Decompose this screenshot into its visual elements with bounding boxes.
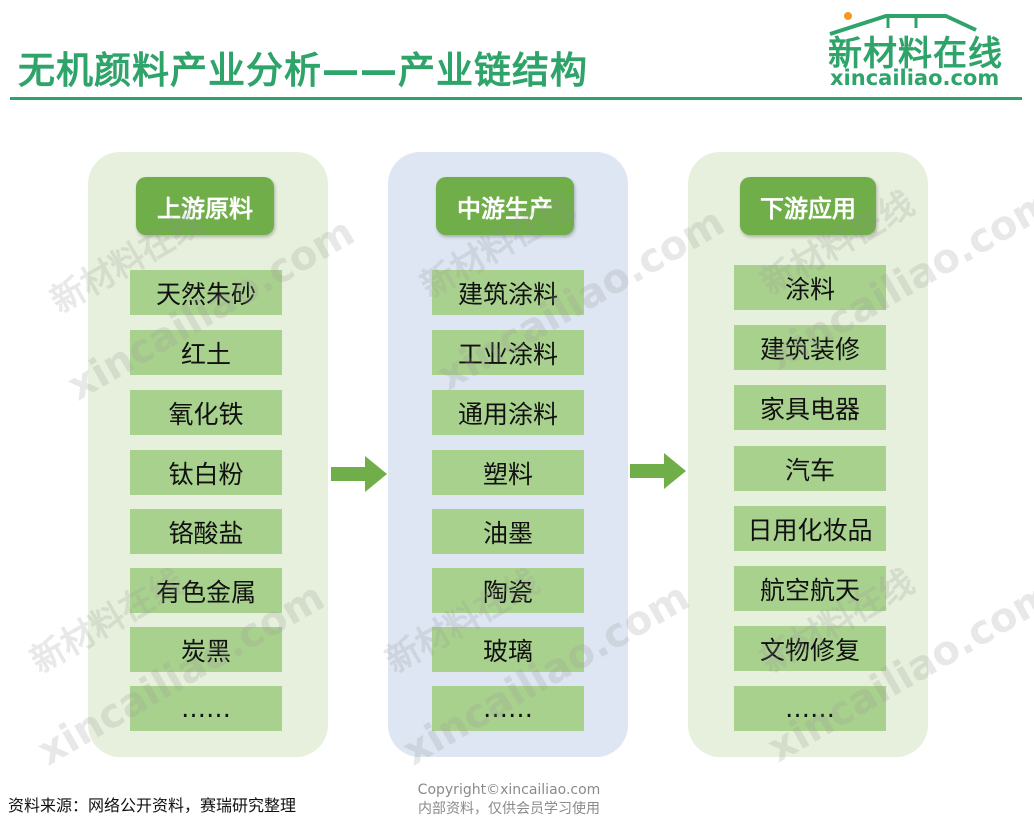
downstream-item: 日用化妆品 <box>734 506 886 551</box>
copyright-note: Copyright©xincailiao.com 内部资料，仅供会员学习使用 <box>404 781 614 819</box>
page-title: 无机颜料产业分析——产业链结构 <box>18 49 588 92</box>
upstream-item: 红土 <box>130 330 282 375</box>
internal-notice: 内部资料，仅供会员学习使用 <box>418 801 600 817</box>
upstream-item: 钛白粉 <box>130 450 282 495</box>
midstream-item: 工业涂料 <box>432 330 584 375</box>
downstream-header: 下游应用 <box>740 177 876 235</box>
midstream-item: 油墨 <box>432 509 584 554</box>
brand-logo: 新材料在线 xincailiao.com <box>826 8 1022 92</box>
upstream-panel: 上游原料 天然朱砂 红土 氧化铁 钛白粉 铬酸盐 有色金属 炭黑 …… <box>88 152 328 757</box>
midstream-item: 建筑涂料 <box>432 270 584 315</box>
source-note: 资料来源：网络公开资料，赛瑞研究整理 <box>8 796 297 815</box>
midstream-header: 中游生产 <box>436 177 574 235</box>
upstream-item: 炭黑 <box>130 627 282 672</box>
logo-text: 新材料在线 <box>828 34 1003 74</box>
upstream-item: …… <box>130 686 282 731</box>
arrow-right-icon <box>630 453 686 489</box>
downstream-item: 航空航天 <box>734 566 886 611</box>
midstream-item: …… <box>432 686 584 731</box>
downstream-item: 文物修复 <box>734 626 886 671</box>
midstream-panel: 中游生产 建筑涂料 工业涂料 通用涂料 塑料 油墨 陶瓷 玻璃 …… <box>388 152 628 757</box>
midstream-item: 通用涂料 <box>432 390 584 435</box>
downstream-item: 建筑装修 <box>734 325 886 370</box>
upstream-item: 氧化铁 <box>130 390 282 435</box>
downstream-item: …… <box>734 686 886 731</box>
arrow-right-icon <box>331 456 387 492</box>
upstream-item: 铬酸盐 <box>130 509 282 554</box>
upstream-header: 上游原料 <box>136 177 274 235</box>
downstream-item: 家具电器 <box>734 385 886 430</box>
upstream-item: 有色金属 <box>130 568 282 613</box>
downstream-panel: 下游应用 涂料 建筑装修 家具电器 汽车 日用化妆品 航空航天 文物修复 …… <box>688 152 928 757</box>
midstream-item: 玻璃 <box>432 627 584 672</box>
upstream-item: 天然朱砂 <box>130 270 282 315</box>
downstream-item: 涂料 <box>734 265 886 310</box>
downstream-item: 汽车 <box>734 446 886 491</box>
title-divider <box>10 97 1022 100</box>
midstream-item: 塑料 <box>432 450 584 495</box>
midstream-item: 陶瓷 <box>432 568 584 613</box>
logo-url: xincailiao.com <box>830 66 1000 90</box>
copyright-text: Copyright©xincailiao.com <box>417 782 601 798</box>
house-roof-icon <box>829 12 977 36</box>
